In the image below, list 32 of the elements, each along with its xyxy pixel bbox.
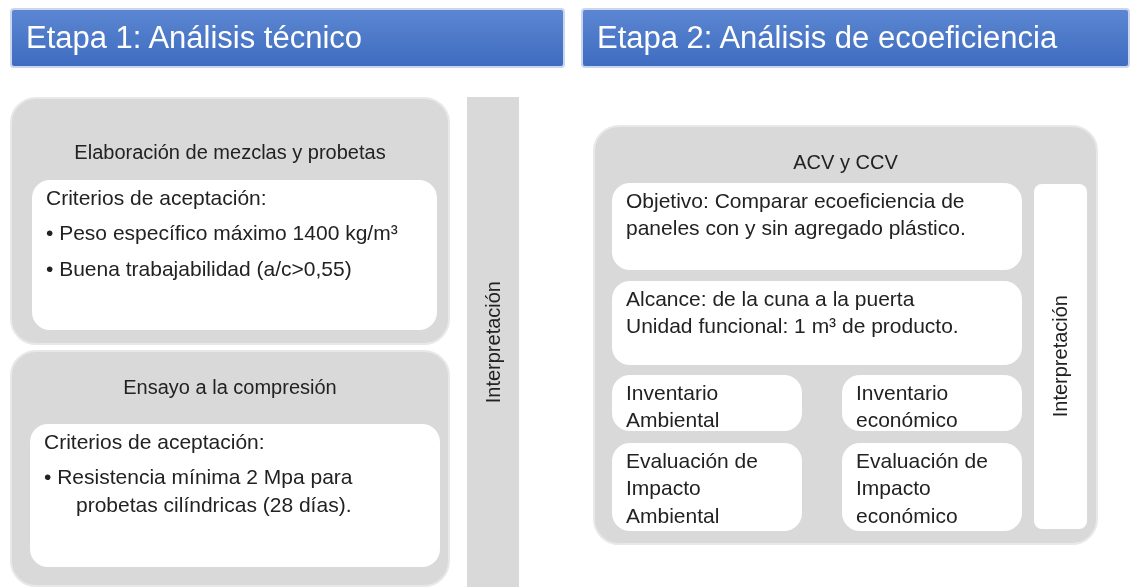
panel-heading: ACV y CCV (792, 151, 899, 174)
card-text: Evaluación de Impacto Ambiental (626, 448, 759, 529)
panel-heading: Ensayo a la compresión (122, 376, 338, 399)
group-panel (10, 350, 450, 587)
card-text: Evaluación de Impacto económico (856, 448, 989, 529)
panel-heading: Elaboración de mezclas y probetas (73, 141, 387, 164)
vertical-label: Interpretación (1049, 295, 1072, 418)
criteria-card (32, 180, 437, 330)
card-text: Inventario económico (856, 380, 959, 434)
group-panel (593, 125, 1098, 545)
vertical-bar (467, 97, 519, 587)
card-text: Objetivo: Comparar ecoeficiencia de paneles con y sin agregado plástico. (626, 188, 967, 242)
card-text: Alcance: de la cuna a la puerta (626, 286, 916, 312)
card-text: Inventario Ambiental (626, 380, 721, 434)
info-card (612, 183, 1022, 270)
bullet-item: • Resistencia mínima 2 Mpa para probetas cilíndricas (28 días). (44, 464, 354, 518)
info-card (842, 375, 1022, 431)
card-text: Unidad funcional: 1 m³ de producto. (626, 313, 960, 340)
info-card (612, 375, 802, 431)
list-heading: Criterios de aceptación: (44, 429, 266, 455)
info-card (612, 443, 802, 531)
stage-banner: Etapa 2: Análisis de ecoeficiencia (581, 8, 1130, 68)
list-heading: Criterios de aceptación: (46, 185, 268, 211)
info-card (842, 443, 1022, 531)
group-panel (10, 97, 450, 345)
bullet-item: • Buena trabajabilidad (a/c>0,55) (46, 255, 353, 282)
vertical-bar (1034, 184, 1087, 529)
vertical-label: Interpretación (481, 280, 505, 404)
bullet-item: • Peso específico máximo 1400 kg/m³ (46, 220, 399, 247)
criteria-card (30, 424, 440, 567)
stage-banner: Etapa 1: Análisis técnico (10, 8, 565, 68)
info-card (612, 281, 1022, 365)
